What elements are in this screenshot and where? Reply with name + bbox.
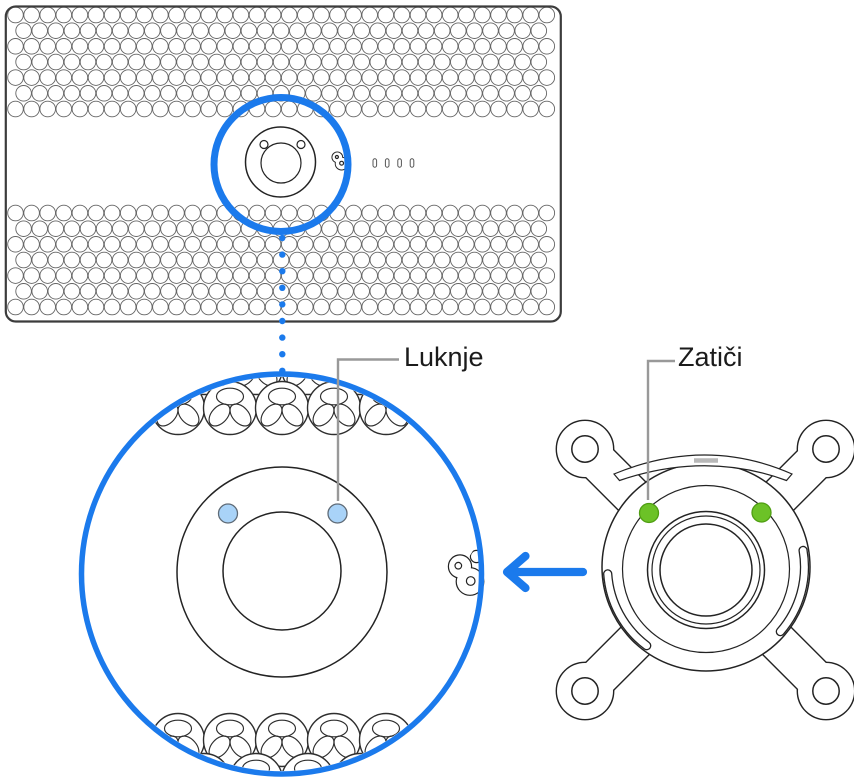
mount-inner-circle: [260, 142, 302, 184]
adapter-screw-hole: [812, 435, 840, 463]
display-mount-area: [210, 94, 415, 235]
adapter-center-ring-mid: [651, 515, 761, 625]
adapter-center-ring-outer: [646, 510, 766, 630]
callouts: Luknje Zatiči: [336, 342, 743, 501]
side-vent-slots: [372, 158, 415, 168]
adapter-top-tab: [613, 454, 793, 482]
latch-hole: [334, 154, 339, 160]
mount-pin-hole-right: [296, 139, 306, 150]
attach-direction-arrow: [502, 551, 588, 593]
adapter-screw-hole: [571, 677, 599, 705]
latch-notch: [466, 547, 474, 558]
recess-inner-ring: [222, 511, 342, 631]
magnifier-circle: [78, 371, 485, 777]
pins-label-leader: [646, 359, 675, 500]
latch-keyhole-small-icon: [331, 151, 349, 171]
adapter-pin-left: [638, 502, 660, 524]
holes-label: Luknje: [404, 342, 484, 372]
latch-hole: [465, 576, 476, 586]
mount-recess-magnified: [78, 371, 485, 777]
adapter-center-ring-inner: [659, 523, 753, 617]
vesa-adapter: [555, 419, 854, 721]
adapter-rim-slots: [603, 545, 810, 651]
latch-hole: [339, 160, 345, 166]
holes-label-leader: [336, 358, 399, 501]
magnify-connector-dotted-line: [279, 234, 286, 374]
latch-hole: [454, 561, 463, 570]
display-back: [4, 5, 562, 323]
mount-area-highlight-ring: [210, 94, 352, 235]
magnified-background: [81, 374, 482, 774]
mount-hole-left: [217, 503, 239, 524]
adapter-pin-right: [751, 502, 772, 523]
recess-outer-ring: [176, 466, 388, 678]
mount-hole-right: [327, 503, 348, 524]
adapter-screw-hole: [571, 435, 599, 463]
pins-label: Zatiči: [678, 342, 743, 372]
mount-pin-hole-left: [259, 139, 269, 150]
latch-keyhole-icon: [447, 547, 485, 596]
adapter-screw-hole: [812, 677, 840, 705]
arrow-head: [502, 551, 530, 593]
